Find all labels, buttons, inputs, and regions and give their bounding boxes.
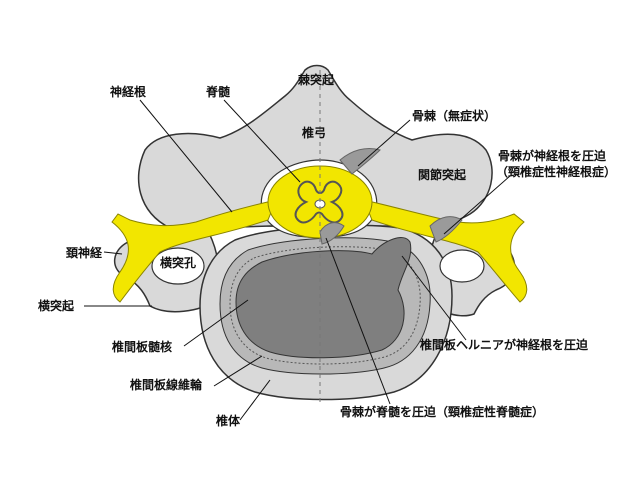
label-nerve-root: 神経根 xyxy=(110,84,146,99)
label-osteophyte-nerve-root-1: 骨棘が神経根を圧迫 xyxy=(498,148,607,163)
transverse-foramen-right xyxy=(439,249,485,283)
label-lamina: 椎弓 xyxy=(301,125,326,140)
osteophyte-foramen xyxy=(429,216,463,243)
label-nucleus-pulposus: 椎間板髄核 xyxy=(111,339,172,354)
leader-vertebral-body xyxy=(239,379,271,421)
label-facet-joint: 関節突起 xyxy=(418,167,467,182)
label-osteophyte-nerve-root-2: （頸椎症性神経根症） xyxy=(496,164,616,179)
leader-osteophyte-asym xyxy=(357,119,411,167)
leader-cervical-nerve xyxy=(103,251,123,255)
label-disc-herniation: 椎間板ヘルニアが神経根を圧迫 xyxy=(419,337,589,352)
leader-nucleus xyxy=(183,299,249,347)
leader-osteophyte-root xyxy=(443,175,511,235)
label-spinous-process: 棘突起 xyxy=(298,72,335,87)
label-cervical-nerve: 頚神経 xyxy=(65,245,103,260)
label-osteophyte-spinal-cord: 骨棘が脊髄を圧迫（頸椎症性脊髄症） xyxy=(340,404,544,419)
annulus-inner-ring xyxy=(229,246,421,365)
label-transverse-foramen: 横突孔 xyxy=(160,255,196,270)
nucleus-pulposus xyxy=(235,237,412,359)
nerve-root-left xyxy=(111,199,277,303)
label-annulus-fibrosus: 椎間板線維輪 xyxy=(129,377,203,392)
label-spinal-cord: 脊髄 xyxy=(205,84,231,99)
leader-osteophyte-cord xyxy=(325,237,391,405)
label-transverse-process: 横突起 xyxy=(38,298,75,313)
label-vertebral-body: 椎体 xyxy=(215,413,241,428)
leader-nerve-root xyxy=(139,99,233,213)
leader-herniation xyxy=(401,255,467,341)
leader-annulus xyxy=(213,355,263,387)
transverse-foramen-left xyxy=(151,247,205,285)
label-osteophyte-asymptomatic: 骨棘（無症状） xyxy=(412,108,496,123)
leader-spinal-cord xyxy=(223,99,301,183)
